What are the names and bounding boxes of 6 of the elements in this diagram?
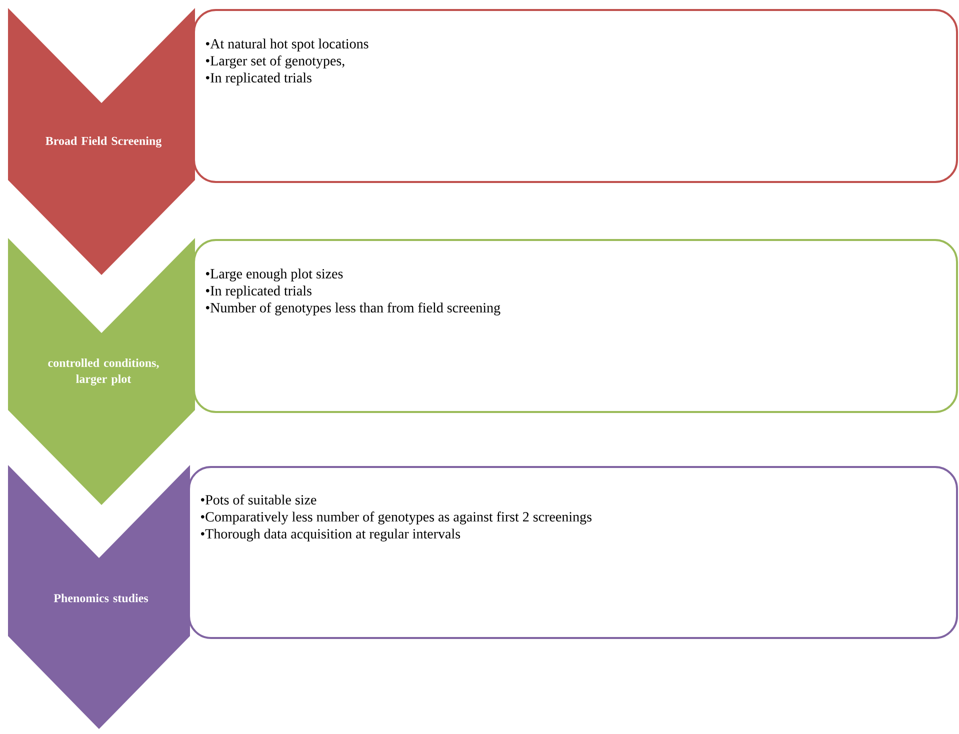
chevron-banner: controlled conditions, larger plot — [8, 238, 195, 505]
text-box: •Large enough plot sizes •In replicated trials •Number of genotypes less than from field screening — [193, 239, 958, 413]
chevron-banner: Phenomics studies — [8, 465, 190, 729]
text-box: •Pots of suitable size •Comparatively less number of genotypes as against first 2 screenings •Thorough data acquisition at regular intervals — [188, 466, 958, 639]
chevron-banner: Broad Field Screening — [8, 8, 195, 275]
text-box: •At natural hot spot locations •Larger set of genotypes, •In replicated trials — [193, 9, 958, 183]
